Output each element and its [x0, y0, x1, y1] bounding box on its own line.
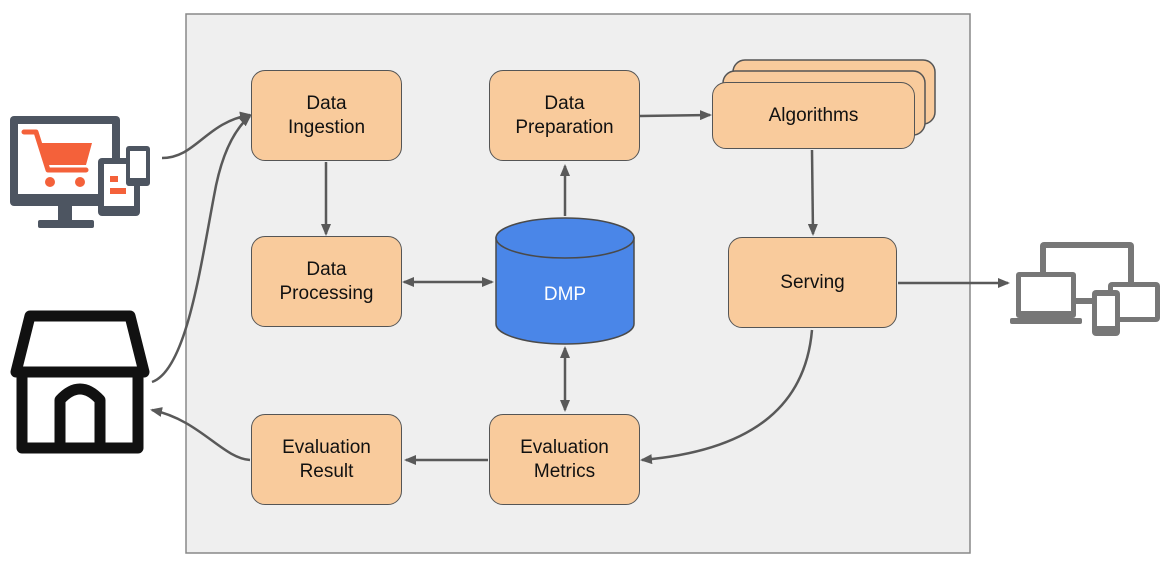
- arrow-ecommerce-to-ingestion: [161, 111, 252, 160]
- algorithms-label: Algorithms: [768, 104, 859, 126]
- arrow-store-to-ingestion: [151, 114, 252, 384]
- arrow-result-to-store: [150, 407, 251, 462]
- data-processing-node: Data Processing: [251, 236, 402, 327]
- algorithms-node: Algorithms: [712, 82, 915, 149]
- evaluation-metrics-label: Evaluation Metrics: [520, 436, 609, 482]
- dmp-label: DMP: [543, 284, 587, 305]
- dmp-cylinder: [495, 217, 635, 345]
- serving-node: Serving: [728, 237, 897, 328]
- data-processing-label: Data Processing: [279, 258, 374, 304]
- arrow-preparation-to-algorithms: [639, 110, 712, 121]
- store-icon: [10, 310, 150, 454]
- data-preparation-node: Data Preparation: [489, 70, 640, 161]
- evaluation-result-label: Evaluation Result: [282, 436, 371, 482]
- serving-label: Serving: [780, 271, 845, 293]
- data-ingestion-node: Data Ingestion: [251, 70, 402, 161]
- arrow-algorithms-to-serving: [807, 149, 818, 236]
- evaluation-result-node: Evaluation Result: [251, 414, 402, 505]
- data-ingestion-label: Data Ingestion: [287, 92, 366, 138]
- data-preparation-label: Data Preparation: [515, 92, 614, 138]
- ecommerce-devices-icon: [10, 116, 150, 228]
- arrow-serving-to-metrics: [640, 329, 814, 465]
- evaluation-metrics-node: Evaluation Metrics: [489, 414, 640, 505]
- devices-icon: [1010, 242, 1160, 336]
